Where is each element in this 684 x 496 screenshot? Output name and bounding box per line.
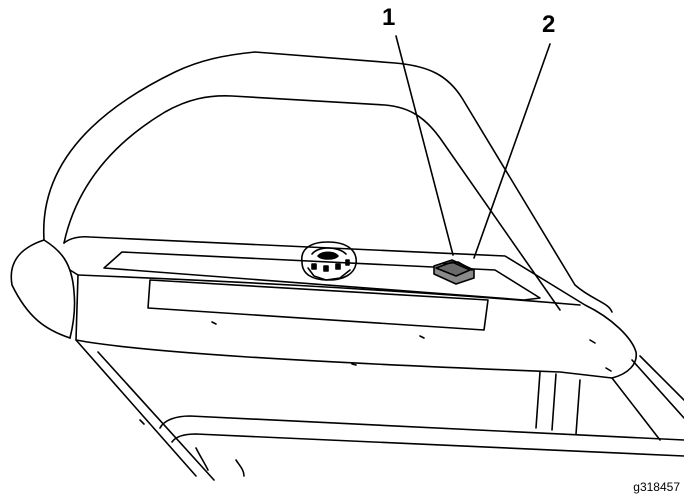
handle-outer-edge [42, 51, 613, 313]
right-tube [611, 355, 684, 441]
rocker-switch [433, 259, 475, 285]
console-top [63, 235, 637, 379]
control-knob [301, 241, 357, 281]
front-mark-1 [211, 321, 217, 325]
lower-frame-left [75, 339, 215, 481]
lower-left-details [139, 419, 245, 477]
handle-left-end [43, 239, 76, 339]
leader-line-2 [473, 43, 551, 259]
front-mark-4 [589, 339, 596, 344]
console-decal-slot [147, 279, 489, 331]
figure-id: g318457 [633, 480, 680, 494]
lower-frame-uprights [535, 371, 581, 435]
handle-inner-edge [63, 95, 561, 311]
front-mark-2 [419, 335, 425, 339]
lower-frame-bar [159, 415, 684, 457]
leader-line-1 [395, 35, 454, 256]
callout-label-2: 2 [542, 11, 556, 38]
front-mark-5 [605, 367, 612, 372]
callout-label-1: 1 [382, 4, 396, 31]
handle-outer-left-leg [10, 239, 71, 339]
front-mark-3 [351, 363, 357, 366]
console-front-face [69, 269, 613, 379]
console-front-top-edge [77, 274, 581, 306]
